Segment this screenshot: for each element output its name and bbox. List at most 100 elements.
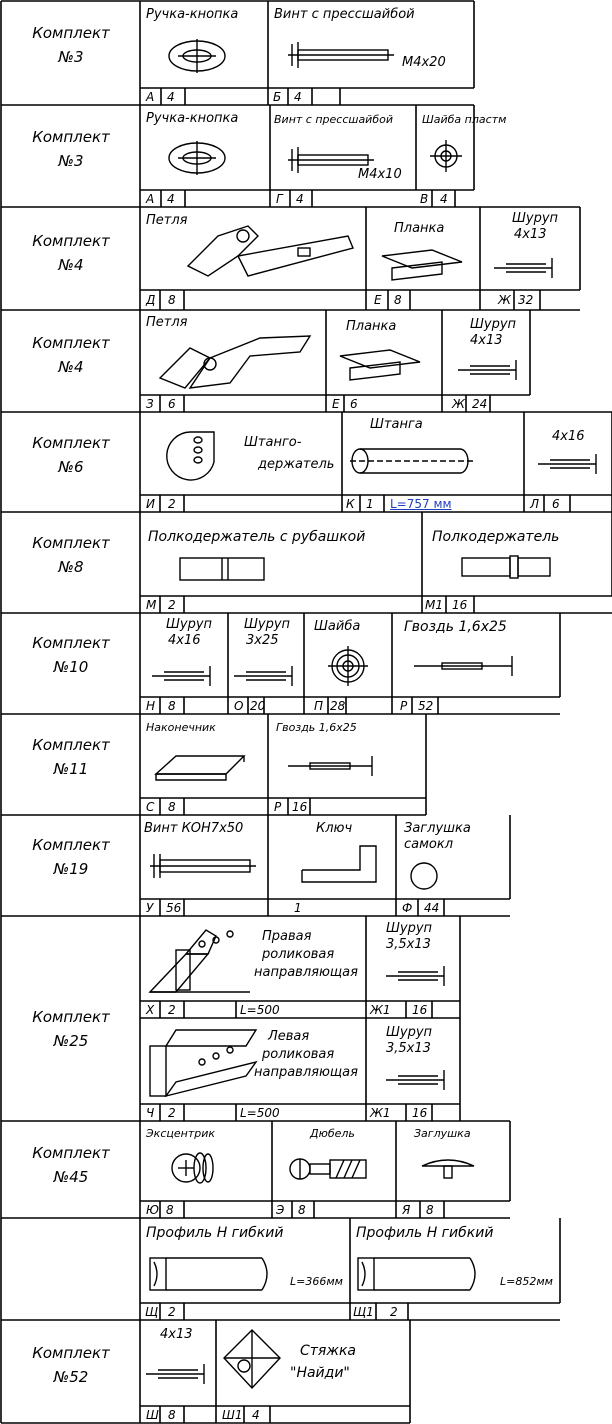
wood-screw-icon [152,666,211,686]
item-code: Х [146,1003,155,1017]
item-name: Профиль Н гибкий [146,1225,284,1241]
item-qty: 8 [426,1203,434,1217]
kit-title: Комплект [32,534,110,552]
kit-number: №19 [53,860,89,878]
item-code: О [234,699,244,713]
item-name-line3: направляющая [254,1065,358,1080]
kit-title: Комплект [32,232,110,250]
item-qty: 44 [424,901,440,915]
item-code: Щ [145,1305,159,1319]
flexible-profile-icon [149,1257,268,1291]
item-size: 4х16 [552,429,585,444]
item-name: Петля [146,213,188,228]
shelf-support-icon [461,555,551,579]
item-qty: 2 [168,598,176,612]
kit-title: Комплект [32,24,110,42]
screw-washer-icon [288,147,374,173]
item-name: Шайба пластм [422,113,507,126]
item-name: Ручка-кнопка [146,111,239,126]
item-name: Наконечник [146,721,216,734]
item-qty: 8 [168,293,176,307]
item-name: Штанга [370,417,423,432]
item-code: Л [530,497,540,511]
item-code: М1 [425,598,443,612]
item-code: Я [402,1203,411,1217]
item-qty: 8 [394,293,402,307]
item-name: Заглушка [414,1127,471,1140]
item-name: Полкодержатель [432,529,560,545]
left-roller-guide-icon [149,1029,258,1098]
item-name: Винт с прессшайбой [274,7,415,22]
item-code: З [146,397,154,411]
item-qty: 16 [412,1003,428,1017]
item-code: С [146,800,155,814]
dowel-icon [289,1158,367,1180]
item-code: У [146,901,154,915]
key-icon [301,845,377,883]
item-qty: 8 [166,1203,174,1217]
knob-handle-icon [168,141,226,175]
kit-number: №4 [58,256,84,274]
item-code: Р [274,800,282,814]
plug-icon [421,1159,475,1179]
item-name: Винт КОН7х50 [144,821,244,836]
profile-length: L=366мм [290,1275,343,1288]
item-code: Е [374,293,382,307]
item-size: 3х25 [246,633,279,648]
item-name-line2: роликовая [262,1047,335,1062]
wood-screw-icon [146,1364,205,1384]
item-name: Шуруп [386,921,433,936]
item-qty: 1 [294,901,302,915]
nail-icon [414,656,513,676]
item-name: Шуруп [470,317,517,332]
item-code: Ш1 [222,1408,243,1422]
item-name: Шайба [314,619,361,634]
kit-title: Комплект [32,634,110,652]
kit-title: Комплект [32,334,110,352]
item-qty: 16 [412,1106,428,1120]
item-name: Планка [394,221,445,236]
flexible-profile-icon [357,1257,476,1291]
item-qty: 28 [330,699,346,713]
item-name-line3: направляющая [254,965,358,980]
item-code: Р [400,699,408,713]
item-qty: 4 [296,192,304,206]
cap-icon [410,862,438,890]
wood-screw-icon [458,360,517,380]
item-size: 4х13 [160,1327,193,1342]
item-qty: 8 [298,1203,306,1217]
item-name: Профиль Н гибкий [356,1225,494,1241]
item-code: И [146,497,155,511]
kit-title: Комплект [32,128,110,146]
kit-number: №25 [53,1032,89,1050]
nail-icon [288,756,373,776]
item-qty: 16 [452,598,468,612]
item-code: К [346,497,355,511]
hinge-icon [186,225,354,277]
item-qty: 4 [167,90,175,104]
item-qty: 2 [168,1003,176,1017]
knob-handle-icon [168,39,226,73]
item-name: Шуруп [166,617,213,632]
item-qty: 24 [472,397,488,411]
item-code: Ю [146,1203,159,1217]
item-qty: 2 [168,1106,176,1120]
item-code: Ф [402,901,413,915]
item-code: Ж [452,397,465,411]
item-name: Дюбель [310,1127,355,1140]
item-size: 3,5х13 [386,1041,431,1056]
kit-title: Комплект [32,434,110,452]
plastic-washer-icon [430,140,462,172]
item-qty: 32 [518,293,534,307]
item-code: Ч [146,1106,155,1120]
item-qty: 2 [168,1305,176,1319]
kit-number: №45 [53,1168,89,1186]
item-size: 4х13 [514,227,547,242]
item-code: П [314,699,324,713]
item-code: А [146,90,155,104]
item-qty: 1 [366,497,374,511]
item-code: Н [146,699,156,713]
item-code: Ж1 [370,1003,391,1017]
item-code: Ж1 [370,1106,391,1120]
